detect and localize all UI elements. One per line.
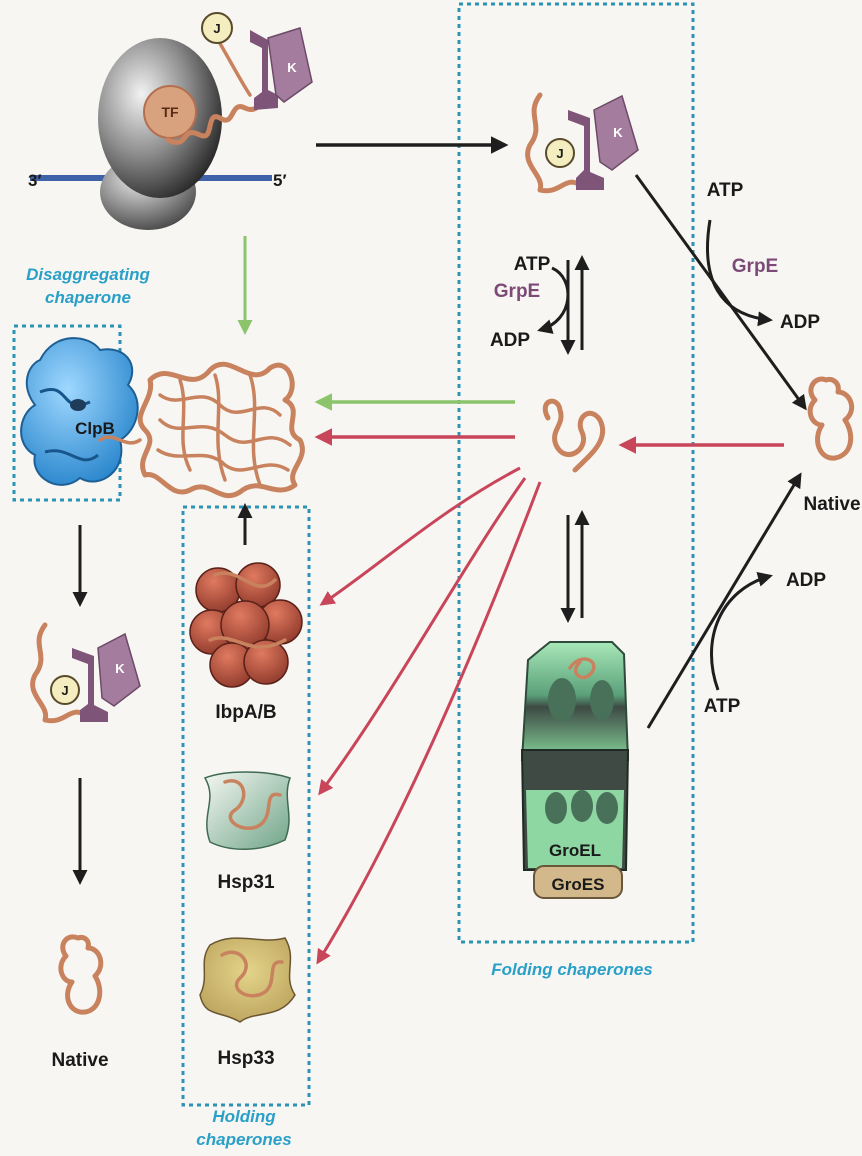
center-adp-label: ADP	[490, 330, 530, 351]
right-atp-label: ATP	[707, 180, 744, 201]
lower-adp-label: ADP	[786, 570, 826, 591]
center-atp-adp-curve	[540, 268, 568, 330]
aggregate-tangles	[158, 375, 290, 485]
native-left-label: Native	[51, 1050, 108, 1071]
ibpab-label: IbpA/B	[215, 702, 276, 723]
holding-label-1: Holding	[212, 1107, 276, 1126]
center-atp-label: ATP	[514, 254, 551, 275]
native-right-label: Native	[803, 494, 860, 515]
arrow-to-hsp33	[318, 482, 540, 962]
left-complex-j-label: J	[61, 683, 68, 698]
hsp31-body	[205, 772, 290, 849]
groel-cavity-1	[548, 678, 576, 722]
ribosome-complex	[30, 13, 312, 230]
clpb	[21, 338, 140, 485]
ibpab	[190, 563, 302, 687]
groel-label: GroEL	[549, 841, 601, 860]
hsp31	[205, 772, 290, 849]
three-prime-label: 3′	[28, 171, 42, 190]
dnaj-tether	[215, 35, 250, 95]
tf-label: TF	[161, 104, 179, 120]
hsp33-label: Hsp33	[217, 1048, 274, 1069]
k-label: K	[287, 60, 297, 75]
native-protein-left	[61, 937, 101, 1012]
arrow-to-ibpab	[322, 468, 520, 604]
right-grpe-label: GrpE	[732, 256, 778, 277]
arrow-to-hsp31	[320, 478, 525, 793]
center-grpe-label: GrpE	[494, 281, 540, 302]
hsp33	[200, 938, 295, 1022]
folding-chaperones-label: Folding chaperones	[491, 960, 653, 979]
j-label: J	[213, 21, 220, 36]
clpb-pore	[70, 399, 86, 411]
hsp33-body	[200, 938, 295, 1022]
disaggregating-label-2: chaperone	[45, 288, 131, 307]
complex-k-label: K	[613, 125, 623, 140]
groel-cavity-4	[571, 790, 593, 822]
protein-aggregate	[140, 364, 302, 495]
right-adp-label: ADP	[780, 312, 820, 333]
arrow-complex-to-native	[636, 175, 805, 408]
groel-cavity-3	[545, 792, 567, 824]
holding-label-2: chaperones	[196, 1130, 291, 1149]
disaggregating-label-1: Disaggregating	[26, 265, 150, 284]
left-complex-k-label: K	[115, 661, 125, 676]
groel-cavity-2	[590, 680, 614, 720]
clpb-label: ClpB	[75, 419, 115, 438]
lower-atp-adp-curve	[711, 576, 770, 690]
lower-atp-label: ATP	[704, 696, 741, 717]
left-bound-chain	[33, 625, 85, 721]
complex-j-label: J	[556, 146, 563, 161]
dnak-dnaj-complex	[528, 95, 638, 191]
groes-label: GroES	[552, 875, 605, 894]
five-prime-label: 5′	[273, 171, 287, 190]
aggregate-outline	[140, 364, 302, 495]
arrow-groel-to-native	[648, 475, 800, 728]
unfolded-intermediate	[545, 401, 602, 470]
hsp31-label: Hsp31	[217, 872, 274, 893]
groel-cavity-5	[596, 792, 618, 824]
native-protein-right	[810, 379, 852, 458]
